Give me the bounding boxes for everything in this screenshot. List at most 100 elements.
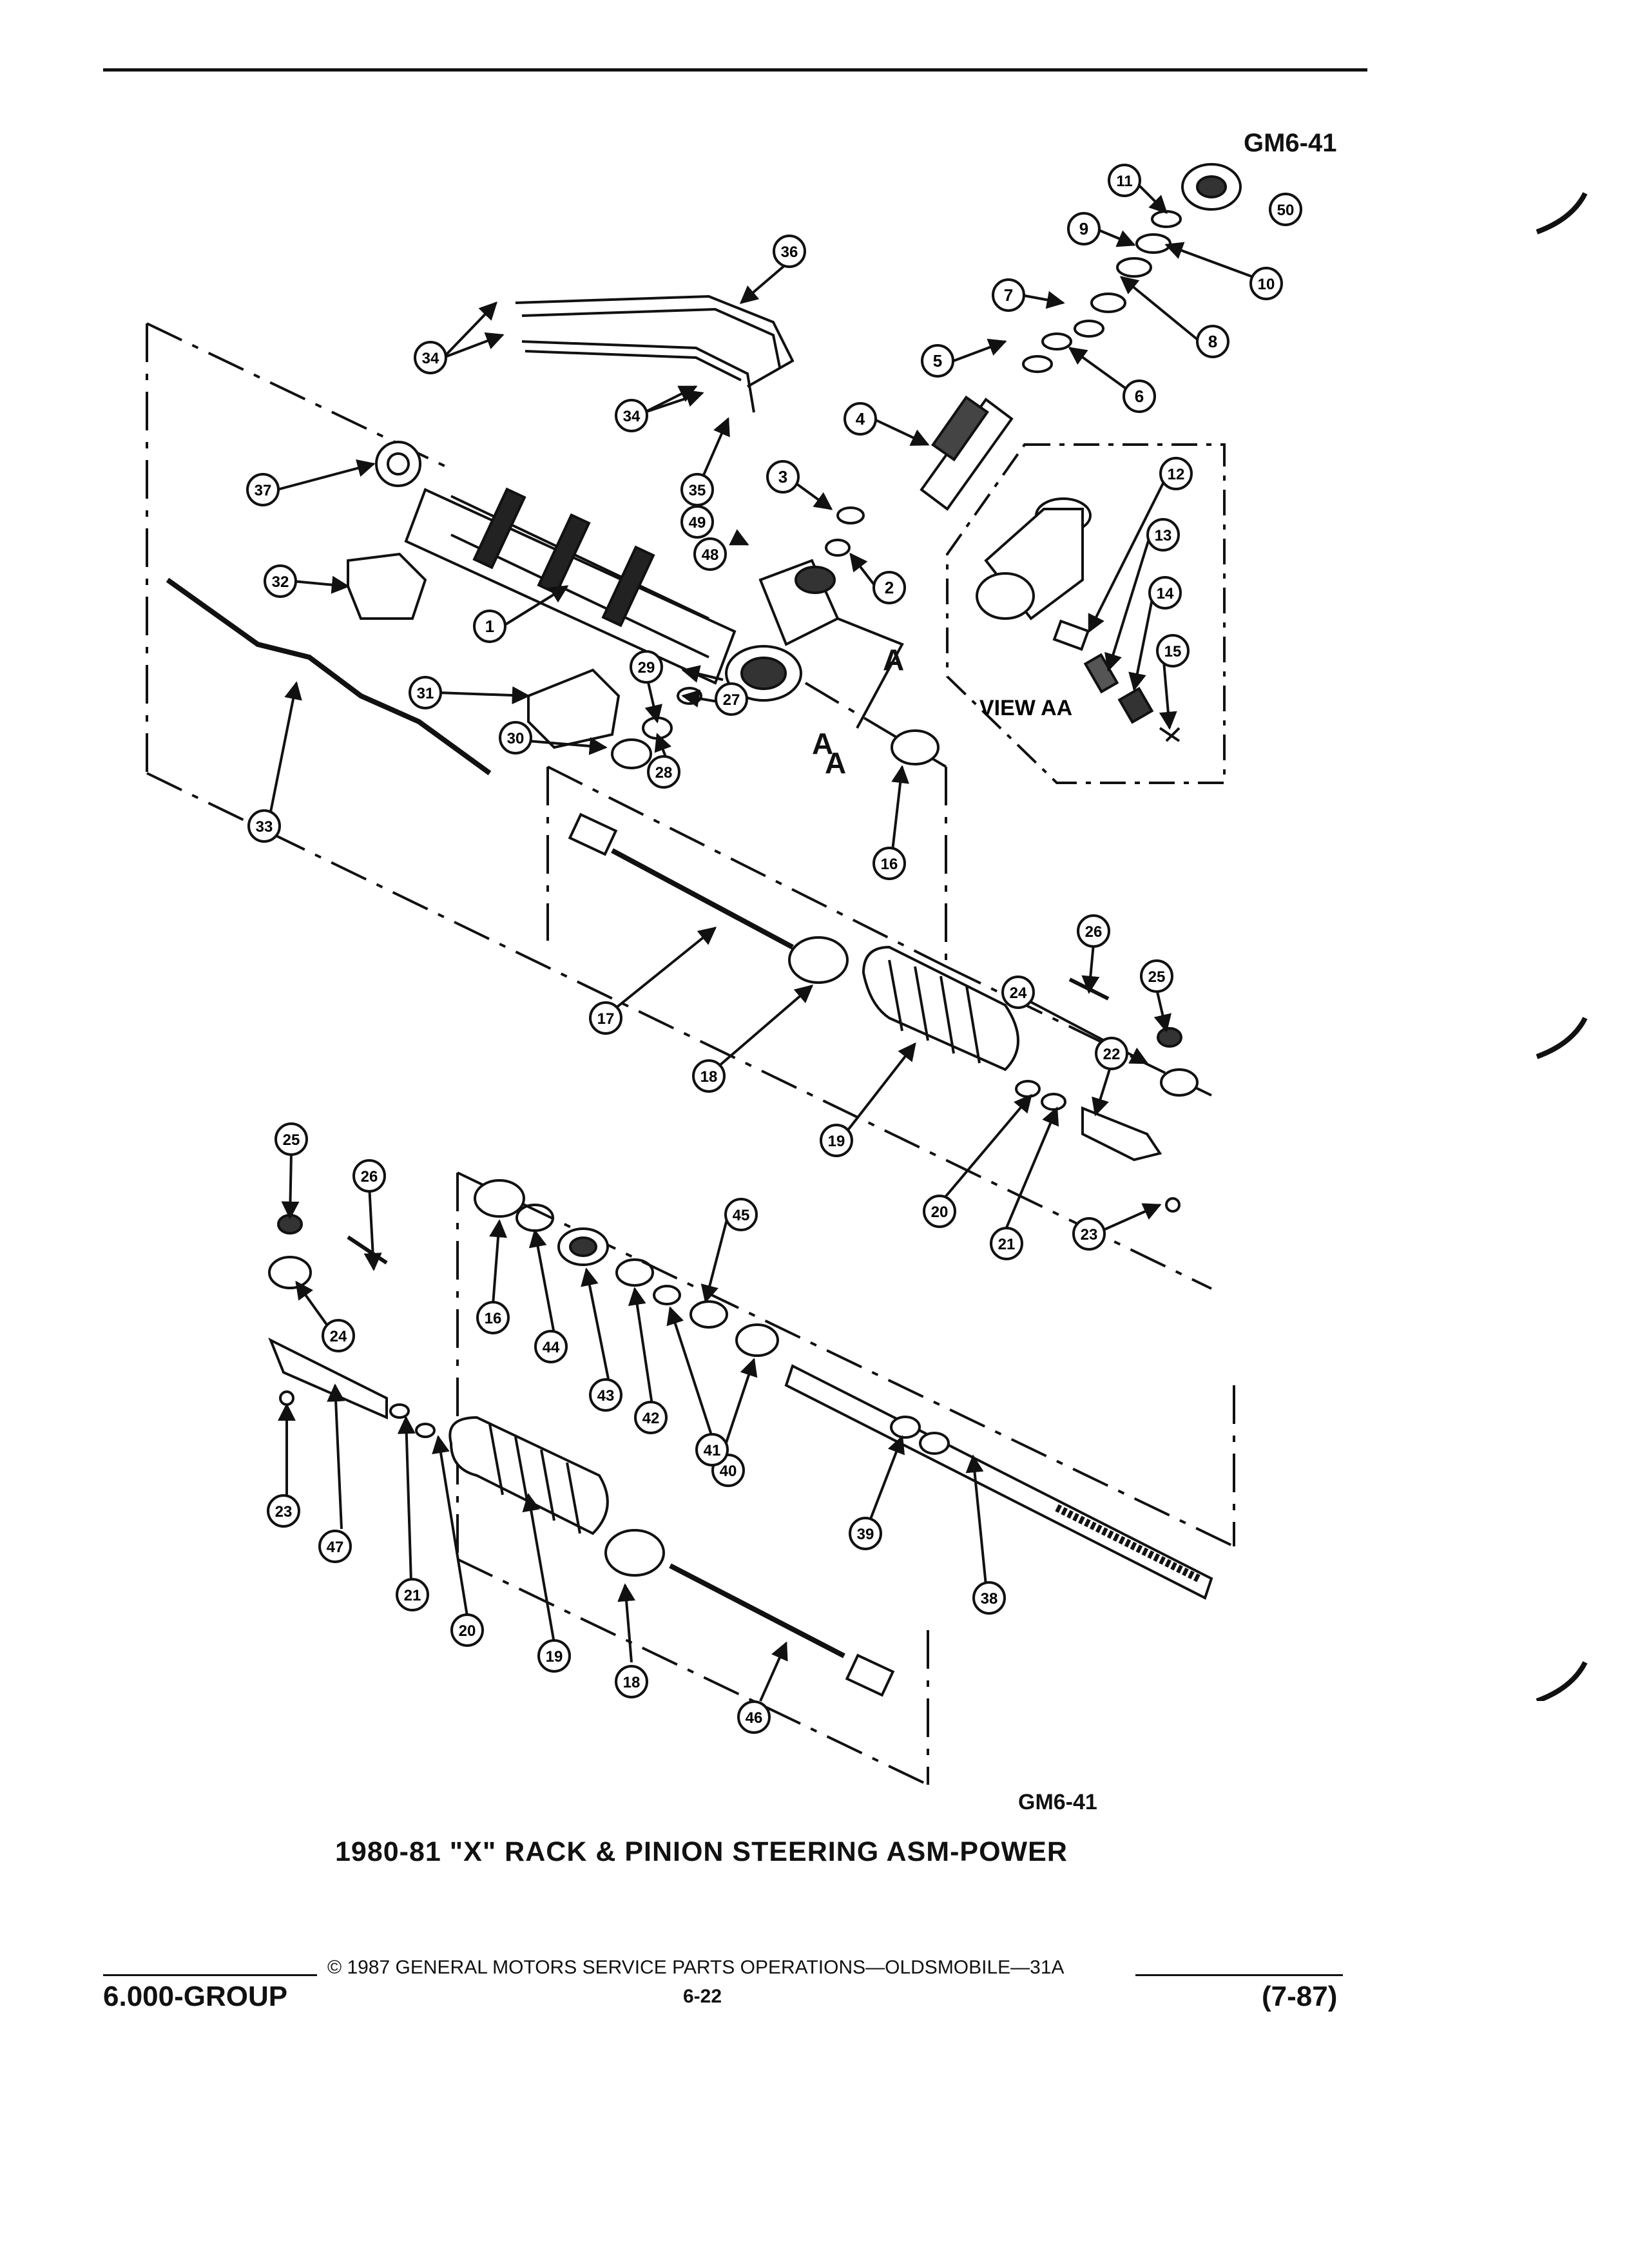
callout-circle	[1140, 959, 1173, 993]
callout-circle	[992, 278, 1025, 312]
callout-16: 16	[476, 1301, 510, 1334]
callout-42: 42	[634, 1401, 668, 1434]
callout-circle	[921, 344, 954, 378]
callout-number: 24	[330, 1328, 347, 1345]
callout-21: 21	[990, 1227, 1023, 1260]
callout-circle	[318, 1530, 352, 1563]
callout-37: 37	[246, 473, 280, 506]
seal-stack	[825, 163, 1242, 557]
copyright-line: © 1987 GENERAL MOTORS SERVICE PARTS OPER…	[327, 1957, 1065, 1978]
callout-30: 30	[499, 721, 532, 754]
rack-housing	[404, 487, 840, 702]
callout-number: 37	[255, 482, 272, 499]
callout-circle	[724, 1198, 758, 1231]
housing-bushing	[375, 441, 421, 487]
callout-circle	[396, 1578, 429, 1611]
callout-number: 44	[543, 1339, 560, 1356]
callout-circle	[1077, 914, 1110, 948]
callout-16: 16	[872, 847, 906, 880]
callout-circle	[589, 1378, 622, 1412]
callout-circle	[414, 341, 447, 374]
callout-number: 19	[828, 1133, 845, 1150]
callout-4: 4	[843, 402, 877, 436]
callout-20: 20	[450, 1613, 484, 1647]
callout-24: 24	[322, 1319, 355, 1352]
binder-marks	[1536, 192, 1588, 1701]
callout-circle	[267, 1494, 300, 1528]
callout-circle	[647, 755, 680, 789]
callout-number: 16	[485, 1310, 502, 1327]
callout-number: 4	[856, 409, 865, 428]
callout-circle	[849, 1517, 882, 1550]
callout-13: 13	[1146, 518, 1180, 552]
callout-leaders	[269, 181, 1254, 1702]
callout-number: 12	[1168, 466, 1185, 483]
callout-number: 30	[507, 730, 525, 747]
callout-49: 49	[680, 505, 714, 539]
callout-circle	[450, 1613, 484, 1647]
callout-27: 27	[715, 682, 748, 716]
view-aa-inset: VIEW AA	[946, 443, 1226, 784]
callout-18: 18	[615, 1665, 648, 1698]
callout-number: 21	[404, 1587, 421, 1604]
callout-11: 11	[1108, 164, 1141, 197]
callout-circle	[1156, 634, 1190, 668]
callout-number: 26	[361, 1168, 378, 1186]
callout-38: 38	[972, 1581, 1006, 1615]
callout-number: 27	[723, 691, 740, 709]
callout-number: 29	[638, 659, 655, 677]
callout-circle	[1108, 164, 1141, 197]
callout-number: 28	[655, 764, 673, 782]
callout-number: 2	[885, 578, 894, 597]
upper-outer-tie-rod-end	[1068, 977, 1199, 1213]
callout-circle	[275, 1122, 308, 1156]
callout-9: 9	[1067, 212, 1101, 245]
callout-18: 18	[692, 1059, 726, 1093]
callout-number: 14	[1157, 585, 1174, 602]
callout-circle	[693, 537, 727, 571]
callout-number: 42	[642, 1410, 660, 1427]
callout-circle	[537, 1639, 571, 1673]
callout-circle	[634, 1401, 668, 1434]
lower-tie-rod-assembly	[448, 1416, 895, 1697]
callout-circle	[409, 676, 442, 709]
callout-circle	[499, 721, 532, 754]
callout-number: 31	[417, 685, 434, 702]
callout-43: 43	[589, 1378, 622, 1412]
callout-19: 19	[537, 1639, 571, 1673]
pinion-shaft	[920, 395, 1014, 511]
callout-number: 34	[623, 408, 641, 425]
callout-circle	[615, 1665, 648, 1698]
callout-47: 47	[318, 1530, 352, 1563]
callout-28: 28	[647, 755, 680, 789]
callout-circle	[1148, 576, 1182, 610]
callout-number: 7	[1004, 285, 1013, 305]
callout-circle	[1123, 380, 1156, 413]
callout-31: 31	[409, 676, 442, 709]
footer-rule-right	[1135, 1974, 1343, 1976]
callout-number: 25	[283, 1131, 300, 1149]
section-marker-a-2: A	[825, 746, 846, 780]
callout-25: 25	[275, 1122, 308, 1156]
group-number: 6.000-GROUP	[103, 1981, 288, 2012]
callout-46: 46	[737, 1700, 771, 1734]
callout-number: 50	[1277, 202, 1295, 219]
valve-housing-detail	[976, 497, 1181, 742]
callout-45: 45	[724, 1198, 758, 1231]
callout-number: 23	[275, 1503, 293, 1521]
callout-circle	[715, 682, 748, 716]
callout-33: 33	[247, 809, 281, 843]
callout-number: 18	[623, 1674, 641, 1691]
callout-number: 35	[689, 482, 706, 499]
rack-sleeve-parts	[474, 1179, 779, 1357]
view-aa-label: VIEW AA	[979, 696, 1072, 720]
callout-number: 41	[704, 1442, 721, 1459]
callout-26: 26	[352, 1159, 386, 1193]
callout-circle	[923, 1195, 956, 1228]
callout-number: 23	[1081, 1226, 1098, 1244]
callout-35: 35	[680, 473, 714, 506]
callout-circle	[1072, 1217, 1106, 1251]
callout-36: 36	[773, 235, 806, 268]
callout-17: 17	[589, 1001, 622, 1035]
